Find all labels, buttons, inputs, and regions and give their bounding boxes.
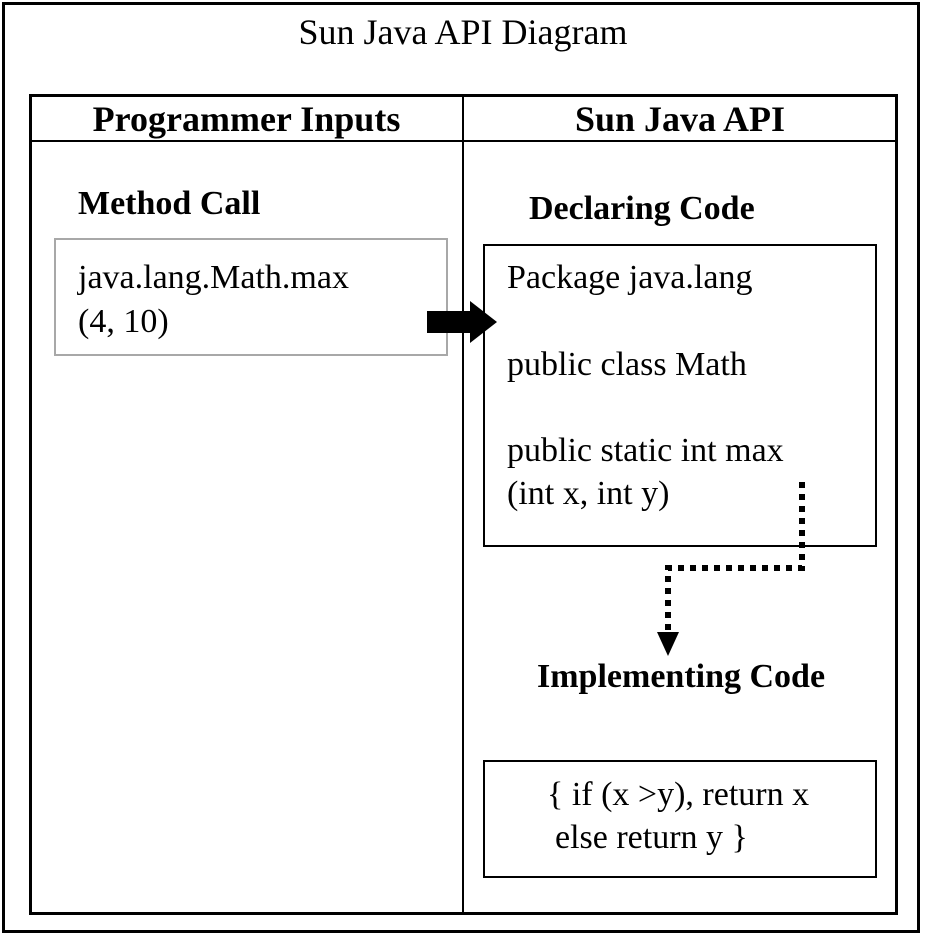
implementing-code-line-1: { if (x >y), return x [547,776,810,813]
implementing-code-line-2: else return y } [555,819,748,856]
column-divider [462,94,464,915]
method-call-line-1: java.lang.Math.max [78,259,349,296]
declaring-code-line-1: Package java.lang [507,259,753,296]
diagram-title: Sun Java API Diagram [298,12,628,52]
implementing-code-box [483,760,877,878]
method-call-title: Method Call [78,185,261,222]
method-call-line-2: (4, 10) [78,303,169,340]
declaring-code-line-2: public class Math [507,346,747,383]
implementing-code-title: Implementing Code [537,658,826,695]
declaring-code-line-3: public static int max [507,432,784,469]
declaring-code-title: Declaring Code [529,190,755,227]
declaring-code-line-4: (int x, int y) [507,475,670,512]
sun-java-api-header: Sun Java API [574,99,786,139]
method-call-box [54,238,448,356]
programmer-inputs-header: Programmer Inputs [92,99,401,139]
